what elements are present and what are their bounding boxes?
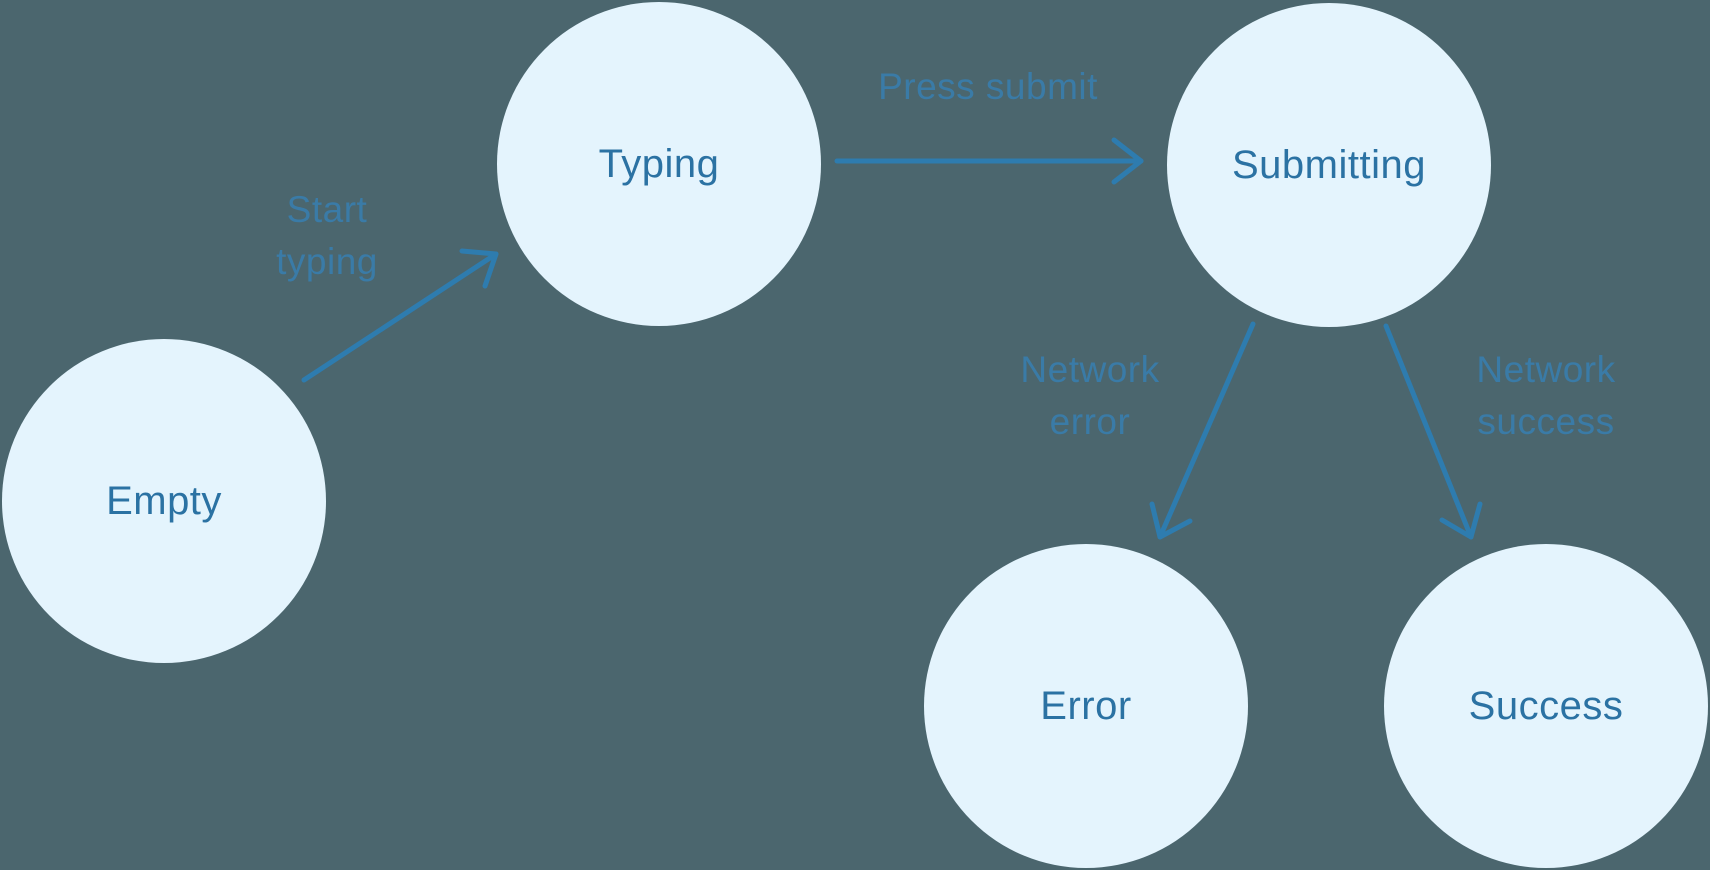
state-label: Error (1040, 683, 1132, 728)
transition-label-line: Network (1020, 349, 1160, 390)
transition-arrow-typing-submitting (834, 137, 1144, 185)
state-label: Typing (598, 141, 720, 186)
transition-label-line: Press submit (878, 66, 1098, 107)
state-node-error: Error (924, 544, 1248, 868)
transition-label-line: typing (276, 241, 378, 282)
arrowhead-icon (1111, 137, 1144, 185)
transition-label-press-submit: Press submit (878, 61, 1098, 113)
transition-label-start-typing: Start typing (276, 184, 378, 288)
transition-arrow-submitting-success (1383, 323, 1483, 540)
arrowhead-icon (459, 248, 499, 289)
transition-label-line: success (1477, 401, 1615, 442)
state-node-empty: Empty (2, 339, 326, 663)
transition-arrow-empty-typing (301, 248, 499, 383)
state-node-success: Success (1384, 544, 1708, 868)
transition-label-network-success: Network success (1476, 344, 1615, 448)
transition-label-line: Network (1476, 349, 1616, 390)
transition-label-network-error: Network error (1020, 344, 1159, 448)
transition-label-line: Start (286, 189, 368, 230)
state-label: Empty (106, 478, 222, 523)
transition-arrow-submitting-error (1149, 321, 1256, 540)
state-node-typing: Typing (497, 2, 821, 326)
arrowhead-icon (1149, 501, 1193, 540)
transition-label-line: error (1049, 401, 1131, 442)
state-label: Success (1468, 683, 1624, 728)
state-node-submitting: Submitting (1167, 3, 1491, 327)
state-label: Submitting (1232, 142, 1426, 187)
arrowhead-icon (1439, 501, 1483, 540)
